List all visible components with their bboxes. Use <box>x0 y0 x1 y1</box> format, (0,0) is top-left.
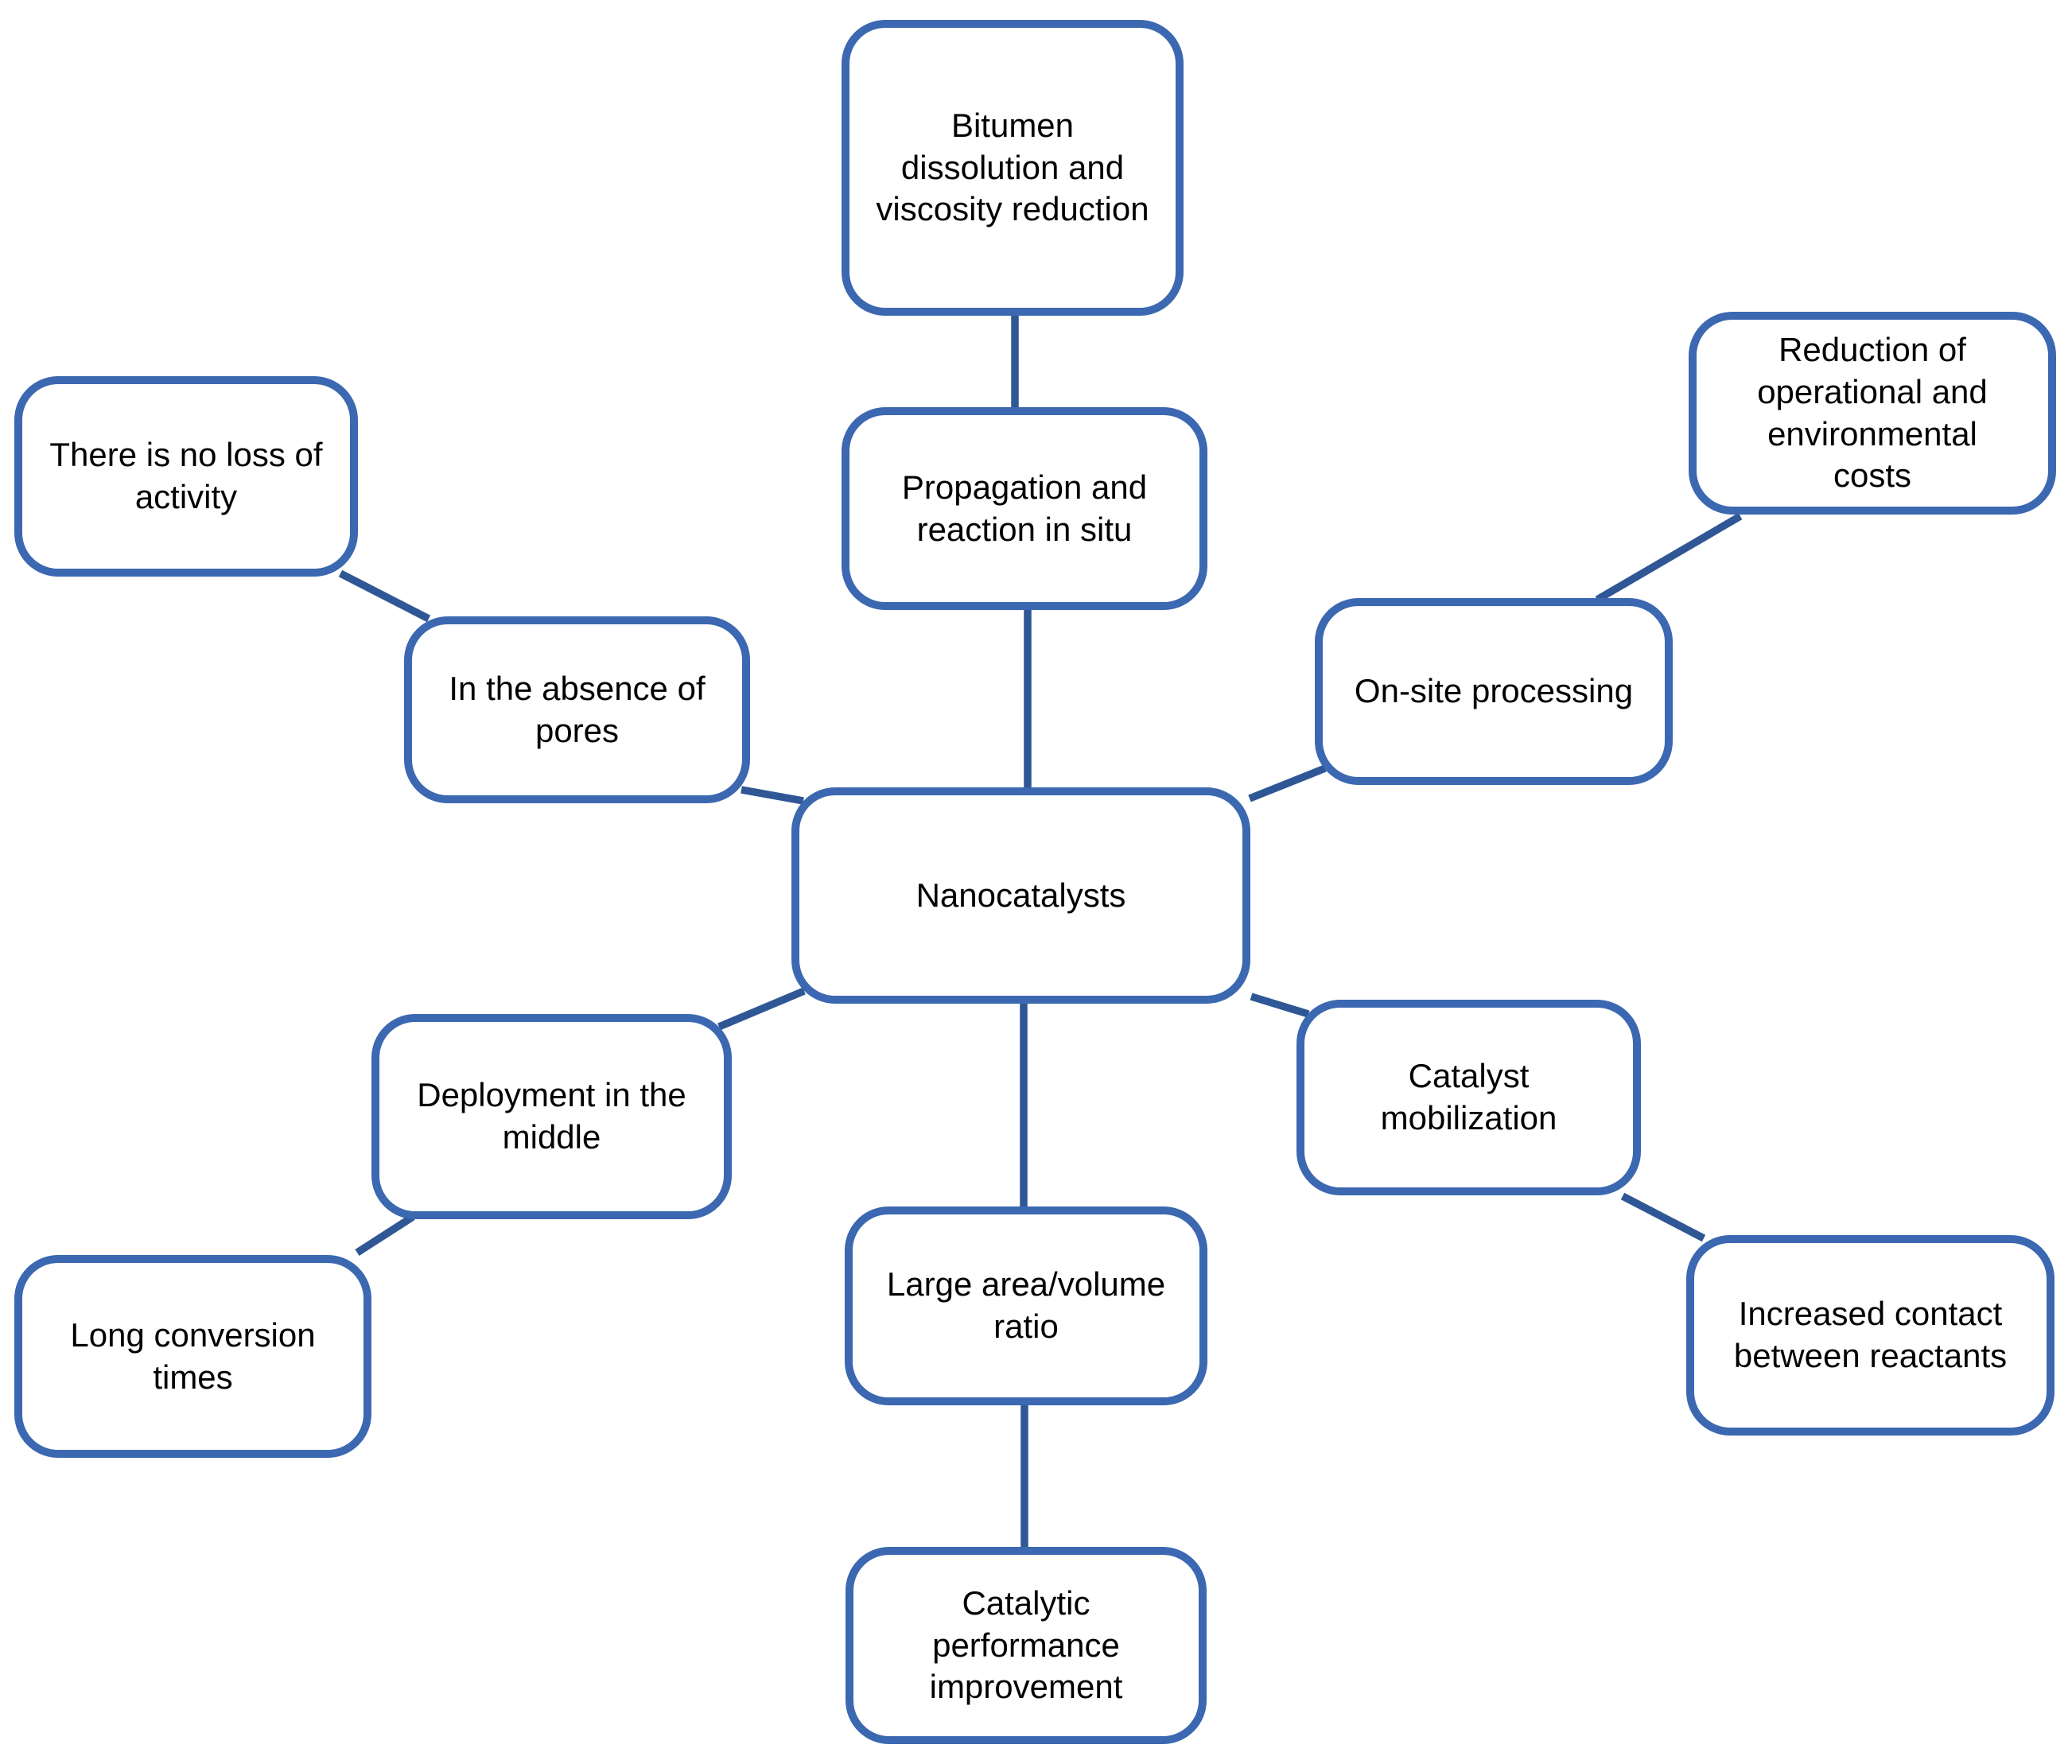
node-label: Large area/volume ratio <box>886 1265 1166 1345</box>
node-label: There is no loss of activity <box>49 436 323 515</box>
node-label: Deployment in the middle <box>417 1076 686 1156</box>
node-deployment-middle: Deployment in the middle <box>371 1014 732 1219</box>
node-label: Long conversion times <box>70 1315 316 1396</box>
node-label: Increased contact between reactants <box>1733 1295 2008 1374</box>
node-label: Catalyst mobilization <box>1380 1057 1557 1136</box>
node-catalyst-mobilization: Catalyst mobilization <box>1296 1000 1641 1195</box>
connector-reduction-onsite <box>1595 512 1743 604</box>
connector-deployment-longconv <box>355 1214 415 1256</box>
node-label: On-site processing <box>1354 672 1634 710</box>
node-propagation-reaction: Propagation and reaction in situ <box>842 407 1207 610</box>
node-cost-reduction: Reduction of operational and environment… <box>1689 312 2056 515</box>
connector-mobilization-increased <box>1620 1192 1706 1242</box>
connector-noloss-absence <box>338 569 431 623</box>
node-label: Propagation and reaction in situ <box>901 468 1148 548</box>
node-nanocatalysts-center: Nanocatalysts <box>791 787 1250 1004</box>
connector-nano-deployment <box>717 987 806 1031</box>
connector-nano-mobilization <box>1250 993 1310 1018</box>
node-bitumen-dissolution: Bitumen dissolution and viscosity reduct… <box>842 20 1184 316</box>
node-label: Catalytic performance improvement <box>929 1583 1123 1706</box>
node-area-volume-ratio: Large area/volume ratio <box>845 1206 1207 1405</box>
node-label: Nanocatalysts <box>915 876 1126 914</box>
node-long-conversion-times: Long conversion times <box>14 1255 371 1458</box>
connector-onsite-nano <box>1248 764 1327 802</box>
node-absence-of-pores: In the absence of pores <box>404 616 750 803</box>
node-increased-contact: Increased contact between reactants <box>1686 1235 2055 1436</box>
node-label: Bitumen dissolution and viscosity reduct… <box>876 106 1149 228</box>
node-onsite-processing: On-site processing <box>1315 598 1673 785</box>
connector-absence-nano <box>741 786 804 805</box>
node-label: In the absence of pores <box>449 669 706 749</box>
node-no-loss-activity: There is no loss of activity <box>14 376 358 577</box>
node-catalytic-performance: Catalytic performance improvement <box>846 1547 1207 1744</box>
node-label: Reduction of operational and environment… <box>1757 330 1988 495</box>
